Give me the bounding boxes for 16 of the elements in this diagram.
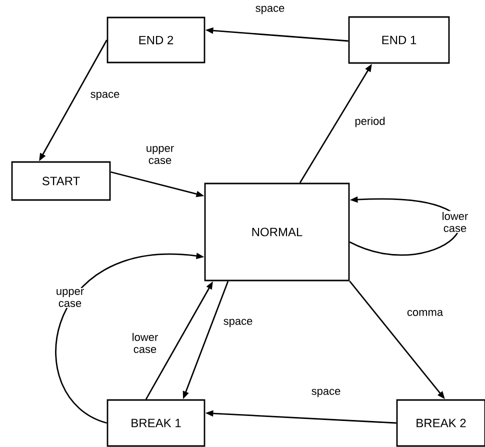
edge-label: space	[249, 4, 291, 16]
edge-label: upper case	[49, 288, 91, 308]
edge-label: upper case	[139, 144, 181, 165]
state-box: END 1	[348, 16, 450, 64]
edge-label: space	[217, 318, 259, 328]
edge-label: comma	[404, 308, 446, 317]
edge-label: space	[305, 388, 347, 398]
state-box: END 2	[106, 16, 206, 64]
edge-label: lower case	[124, 332, 166, 354]
edge-label: space	[84, 90, 126, 102]
state-box: BREAK 2	[396, 399, 485, 447]
state-box: NORMAL	[204, 182, 350, 282]
edge-label: lower case	[434, 210, 476, 234]
state-box: BREAK 1	[106, 399, 206, 447]
edge-label: period	[349, 116, 391, 128]
state-box: START	[11, 161, 111, 201]
